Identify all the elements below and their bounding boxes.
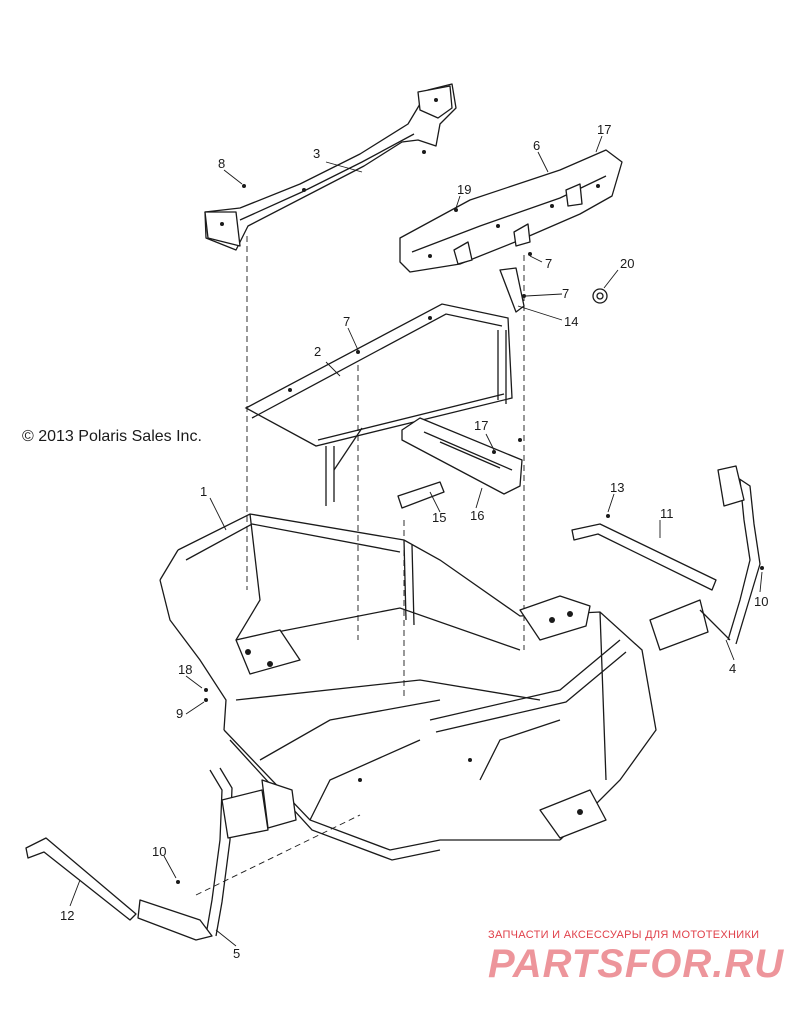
- watermark-logo: PARTSFOR.RU: [488, 942, 785, 986]
- callout-7a: 7: [343, 314, 350, 329]
- callout-labels: 1 2 3 4 5 6 7 7 7 8 9 10 10 11 12 13 14 …: [60, 122, 768, 961]
- part-16-floor-plate[interactable]: [401, 417, 523, 495]
- part-12-crossbar-left[interactable]: [25, 837, 137, 921]
- callout-10b: 10: [152, 844, 166, 859]
- callout-8: 8: [218, 156, 225, 171]
- part-3-upper-cross-bar[interactable]: [204, 83, 457, 251]
- watermark-subtitle: ЗАПЧАСТИ И АКСЕССУАРЫ ДЛЯ МОТОТЕХНИКИ: [488, 929, 760, 941]
- part-14-bracket[interactable]: [499, 267, 525, 313]
- part-4-bumper-right[interactable]: [649, 465, 761, 651]
- callout-18: 18: [178, 662, 192, 677]
- part-11-crossbar-right[interactable]: [571, 523, 717, 591]
- leader-lines: [69, 135, 763, 947]
- callout-3: 3: [313, 146, 320, 161]
- callout-11: 11: [660, 506, 674, 521]
- part-15-mount-plate[interactable]: [397, 481, 445, 509]
- hardware-fasteners: [176, 150, 764, 884]
- part-2-bed-frame[interactable]: [244, 303, 513, 506]
- callout-13: 13: [610, 480, 624, 495]
- callout-1: 1: [200, 484, 207, 499]
- callout-20: 20: [620, 256, 634, 271]
- callout-16: 16: [470, 508, 484, 523]
- callout-7c: 7: [562, 286, 569, 301]
- part-5-bumper-left[interactable]: [137, 767, 297, 941]
- callout-17a: 17: [474, 418, 488, 433]
- callout-12: 12: [60, 908, 74, 923]
- copyright-notice: © 2013 Polaris Sales Inc.: [22, 428, 202, 445]
- callout-15: 15: [432, 510, 446, 525]
- callout-6: 6: [533, 138, 540, 153]
- callout-17b: 17: [597, 122, 611, 137]
- callout-19: 19: [457, 182, 471, 197]
- part-1-main-frame[interactable]: [159, 513, 657, 861]
- part-20-grommet[interactable]: [592, 288, 608, 304]
- callout-14: 14: [564, 314, 578, 329]
- callout-7b: 7: [545, 256, 552, 271]
- callout-9: 9: [176, 706, 183, 721]
- callout-5: 5: [233, 946, 240, 961]
- part-6-cross-panel[interactable]: [399, 149, 623, 273]
- callout-4: 4: [729, 661, 736, 676]
- callout-10a: 10: [754, 594, 768, 609]
- callout-2: 2: [314, 344, 321, 359]
